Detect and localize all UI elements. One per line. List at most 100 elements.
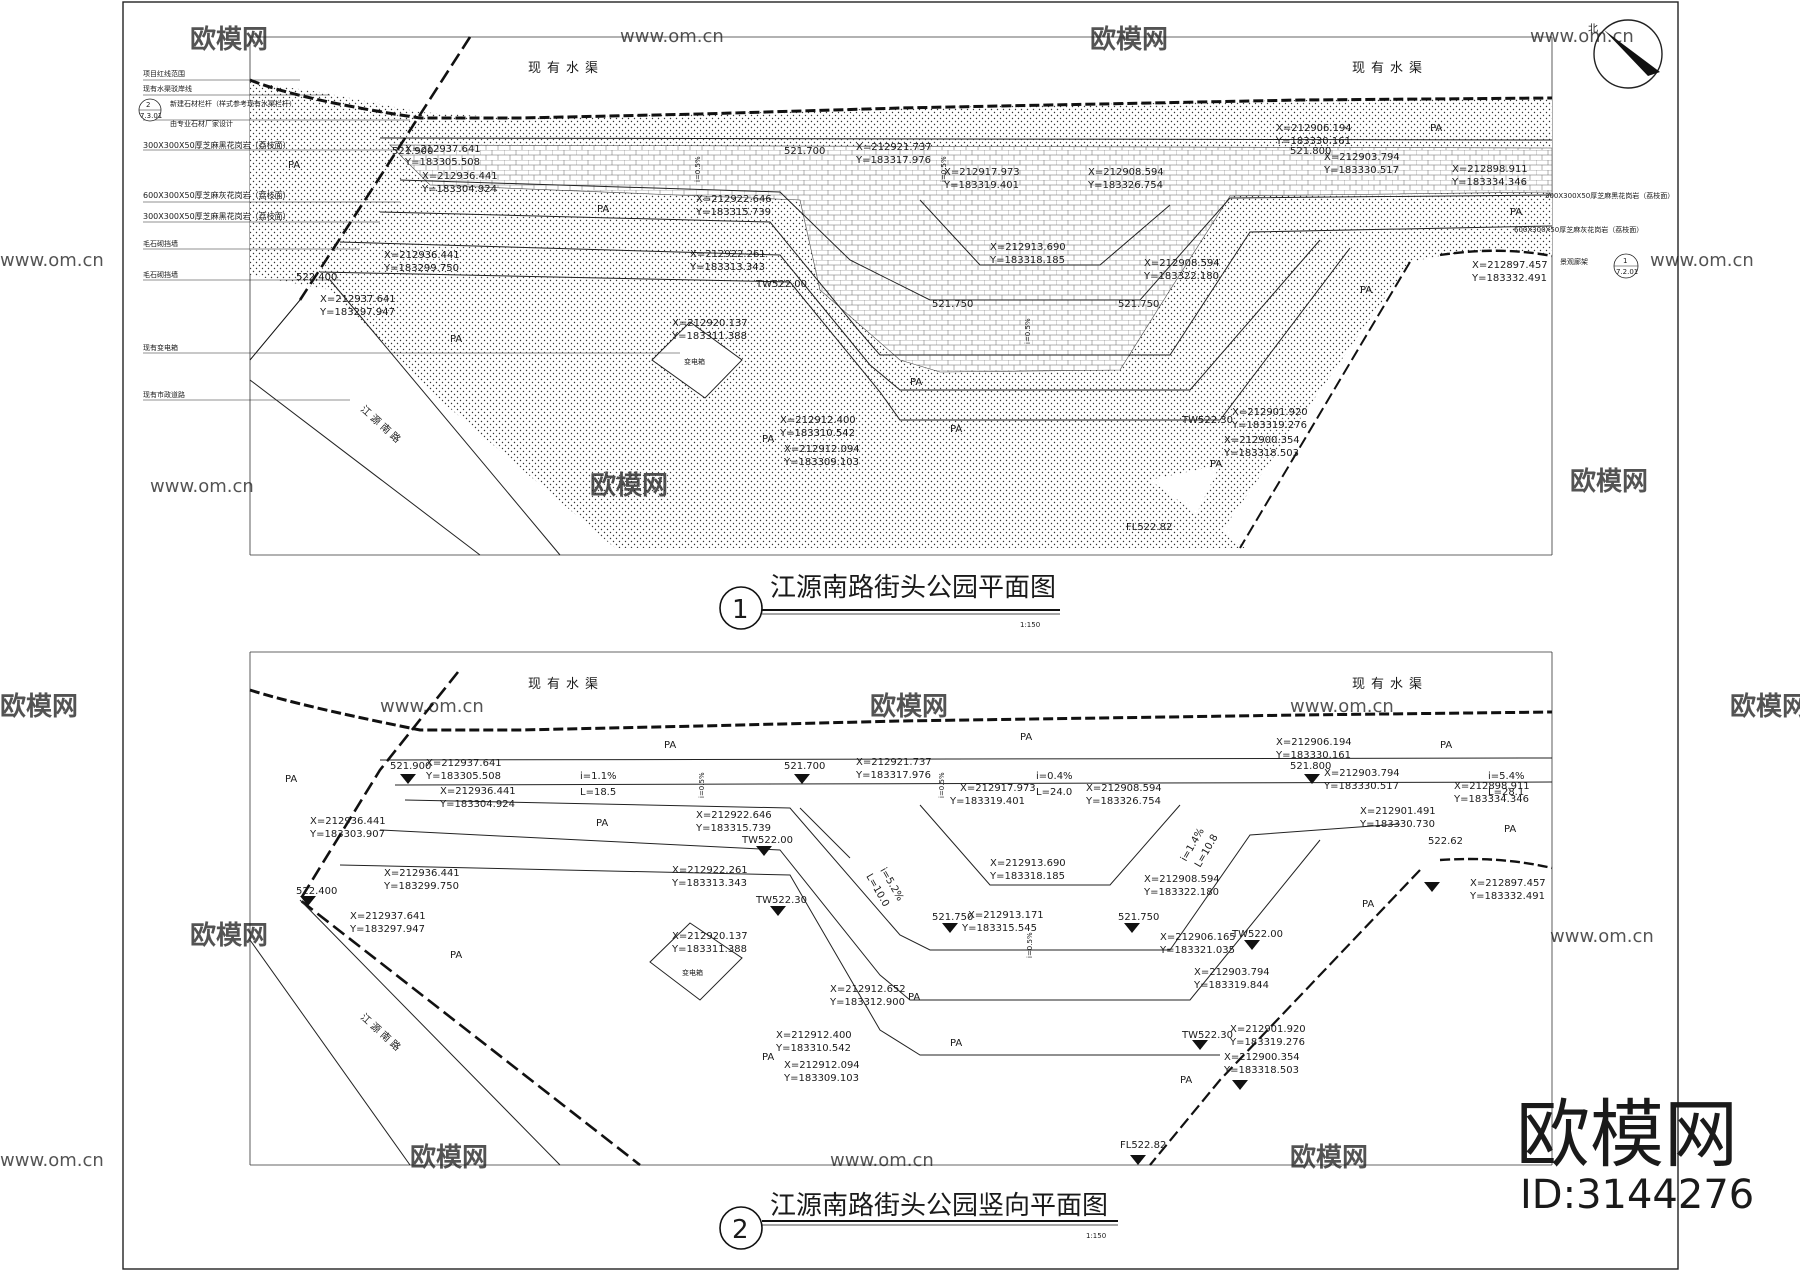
svg-text:PA: PA: [450, 950, 462, 961]
road-line-c: [249, 939, 411, 1166]
coord-label: X=212906.194: [1276, 737, 1352, 748]
coord-label: X=212906.194: [1276, 123, 1352, 134]
coord-label: Y=183318.185: [989, 871, 1065, 882]
coord-label: Y=183332.491: [1469, 891, 1545, 902]
elevation-label: FL522.82: [1120, 1140, 1166, 1151]
svg-text:PA: PA: [1430, 123, 1442, 134]
coord-label: Y=183304.924: [421, 184, 497, 195]
coord-label: X=212901.491: [1360, 806, 1436, 817]
coord-label: X=212936.441: [440, 786, 516, 797]
svg-text:www.om.cn: www.om.cn: [1550, 926, 1654, 947]
coord-label: X=212912.400: [780, 415, 856, 426]
elevation-markers-2: [300, 774, 1440, 1165]
coord-label: X=212922.261: [690, 249, 766, 260]
svg-text:www.om.cn: www.om.cn: [0, 1150, 104, 1171]
coord-label: Y=183299.750: [383, 263, 459, 274]
coord-label: X=212937.641: [350, 911, 426, 922]
plan-1-title-block: 1 江源南路街头公园平面图 1:150: [719, 573, 1060, 630]
coord-label: X=212922.646: [696, 194, 772, 205]
elevation-label: TW522.30: [755, 895, 807, 906]
coord-label: Y=183309.103: [783, 1073, 859, 1084]
property-line-1: [298, 36, 472, 301]
coord-label: Y=183303.907: [309, 829, 385, 840]
substation-label-1: 变电箱: [684, 357, 705, 366]
svg-text:欧模网: 欧模网: [190, 920, 268, 951]
plan-1: 变电箱 北 现有水渠 现有水渠 江 源 南 路 项目红线范围 现有水渠驳岸线: [138, 19, 1674, 630]
coord-label: X=212912.652: [830, 984, 906, 995]
legend-item: 由专业石材厂家设计: [170, 119, 233, 128]
slope-i: i=1.1%: [580, 771, 617, 782]
elevation-label: 521.800: [1290, 146, 1331, 157]
svg-text:PA: PA: [910, 377, 922, 388]
slope-label: i=0.5%: [698, 772, 706, 798]
coord-label: Y=183321.035: [1159, 945, 1235, 956]
coord-label: X=212913.171: [968, 910, 1044, 921]
water-label-left-1: 现有水渠: [528, 61, 604, 76]
elevation-label: 521.750: [932, 299, 973, 310]
svg-text:www.om.cn: www.om.cn: [620, 26, 724, 47]
slope-label: i=0.5%: [938, 772, 946, 798]
elevation-label: 521.700: [784, 146, 825, 157]
svg-text:PA: PA: [597, 204, 609, 215]
coord-label: X=212917.973: [960, 783, 1036, 794]
plan-2: 变电箱 现有水渠 现有水渠 江 源 南 路 521.900 521.700 52…: [249, 651, 1553, 1250]
channel-bank-2: [249, 688, 1553, 732]
plan-2-title: 江源南路街头公园竖向平面图: [770, 1191, 1108, 1221]
legend-item: 现有市政道路: [143, 390, 185, 399]
slope-label: i=0.5%: [1026, 932, 1034, 958]
coord-label: Y=183315.739: [695, 823, 771, 834]
coord-label: Y=183317.976: [855, 770, 931, 781]
coord-label: Y=183319.401: [949, 796, 1025, 807]
elevation-label: TW522.00: [741, 835, 793, 846]
coord-label: Y=183319.276: [1231, 420, 1307, 431]
coord-label: X=212901.920: [1232, 407, 1308, 418]
coord-label: Y=183334.346: [1453, 794, 1529, 805]
legend-item: 600X300X50厚芝麻灰花岗岩（荔枝面）: [143, 190, 291, 200]
legend-item: 300X300X50厚芝麻黑花岗岩（荔枝面）: [143, 211, 291, 221]
channel-bank-1: [249, 78, 1553, 120]
plan-2-title-block: 2 江源南路街头公园竖向平面图 1:150: [719, 1191, 1118, 1250]
coord-label: Y=183305.508: [425, 771, 501, 782]
coord-label: Y=183318.503: [1223, 448, 1299, 459]
coord-label: X=212913.690: [990, 858, 1066, 869]
right-edge-2: [1439, 857, 1553, 870]
svg-text:PA: PA: [1440, 740, 1452, 751]
plan-2-scale: 1:150: [1086, 1232, 1106, 1240]
road-line-b: [329, 279, 561, 556]
coord-label: Y=183334.346: [1451, 177, 1527, 188]
svg-text:PA: PA: [1360, 285, 1372, 296]
coords-2: X=212937.641 Y=183305.508 X=212936.441 Y…: [309, 737, 1546, 1084]
svg-text:欧模网: 欧模网: [590, 470, 668, 501]
coord-label: Y=183309.103: [783, 457, 859, 468]
svg-text:PA: PA: [762, 434, 774, 445]
coord-label: Y=183322.180: [1143, 887, 1219, 898]
property-line-2b: [1149, 869, 1421, 1166]
road-line-d: [299, 899, 561, 1166]
coord-label: X=212936.441: [310, 816, 386, 827]
pa-labels-2: PA PA PA PA PA PA PA PA PA PA PA PA: [285, 732, 1516, 1086]
svg-text:www.om.cn: www.om.cn: [830, 1150, 934, 1171]
coord-label: X=212912.400: [776, 1030, 852, 1041]
coord-label: Y=183304.924: [439, 799, 515, 810]
svg-text:欧模网: 欧模网: [870, 691, 948, 722]
slope-l: L=24.0: [1036, 787, 1072, 798]
coord-label: Y=183305.508: [404, 157, 480, 168]
coord-label: Y=183313.343: [689, 262, 765, 273]
elevation-label: 521.800: [1290, 761, 1331, 772]
svg-text:www.om.cn: www.om.cn: [380, 696, 484, 717]
road-label-2: 江 源 南 路: [358, 1011, 404, 1054]
legend-item: 新建石材栏杆（样式参考现有水渠栏杆）: [170, 99, 296, 108]
coord-label: X=212912.094: [784, 1060, 860, 1071]
coord-label: Y=183332.491: [1471, 273, 1547, 284]
substation-box-2: [649, 922, 743, 1001]
svg-text:7.3.01: 7.3.01: [140, 112, 162, 120]
coord-label: Y=183297.947: [349, 924, 425, 935]
sheet-frame: [122, 1, 1679, 1270]
elevation-label: 521.900: [392, 146, 433, 157]
svg-text:欧模网: 欧模网: [1570, 466, 1648, 497]
coord-label: X=212898.911: [1454, 781, 1530, 792]
coord-label: X=212921.737: [856, 757, 932, 768]
svg-text:PA: PA: [450, 334, 462, 345]
svg-text:欧模网: 欧模网: [1290, 1142, 1368, 1173]
legend-item: 300X300X50厚芝麻黑花岗岩（荔枝面）: [143, 140, 291, 150]
